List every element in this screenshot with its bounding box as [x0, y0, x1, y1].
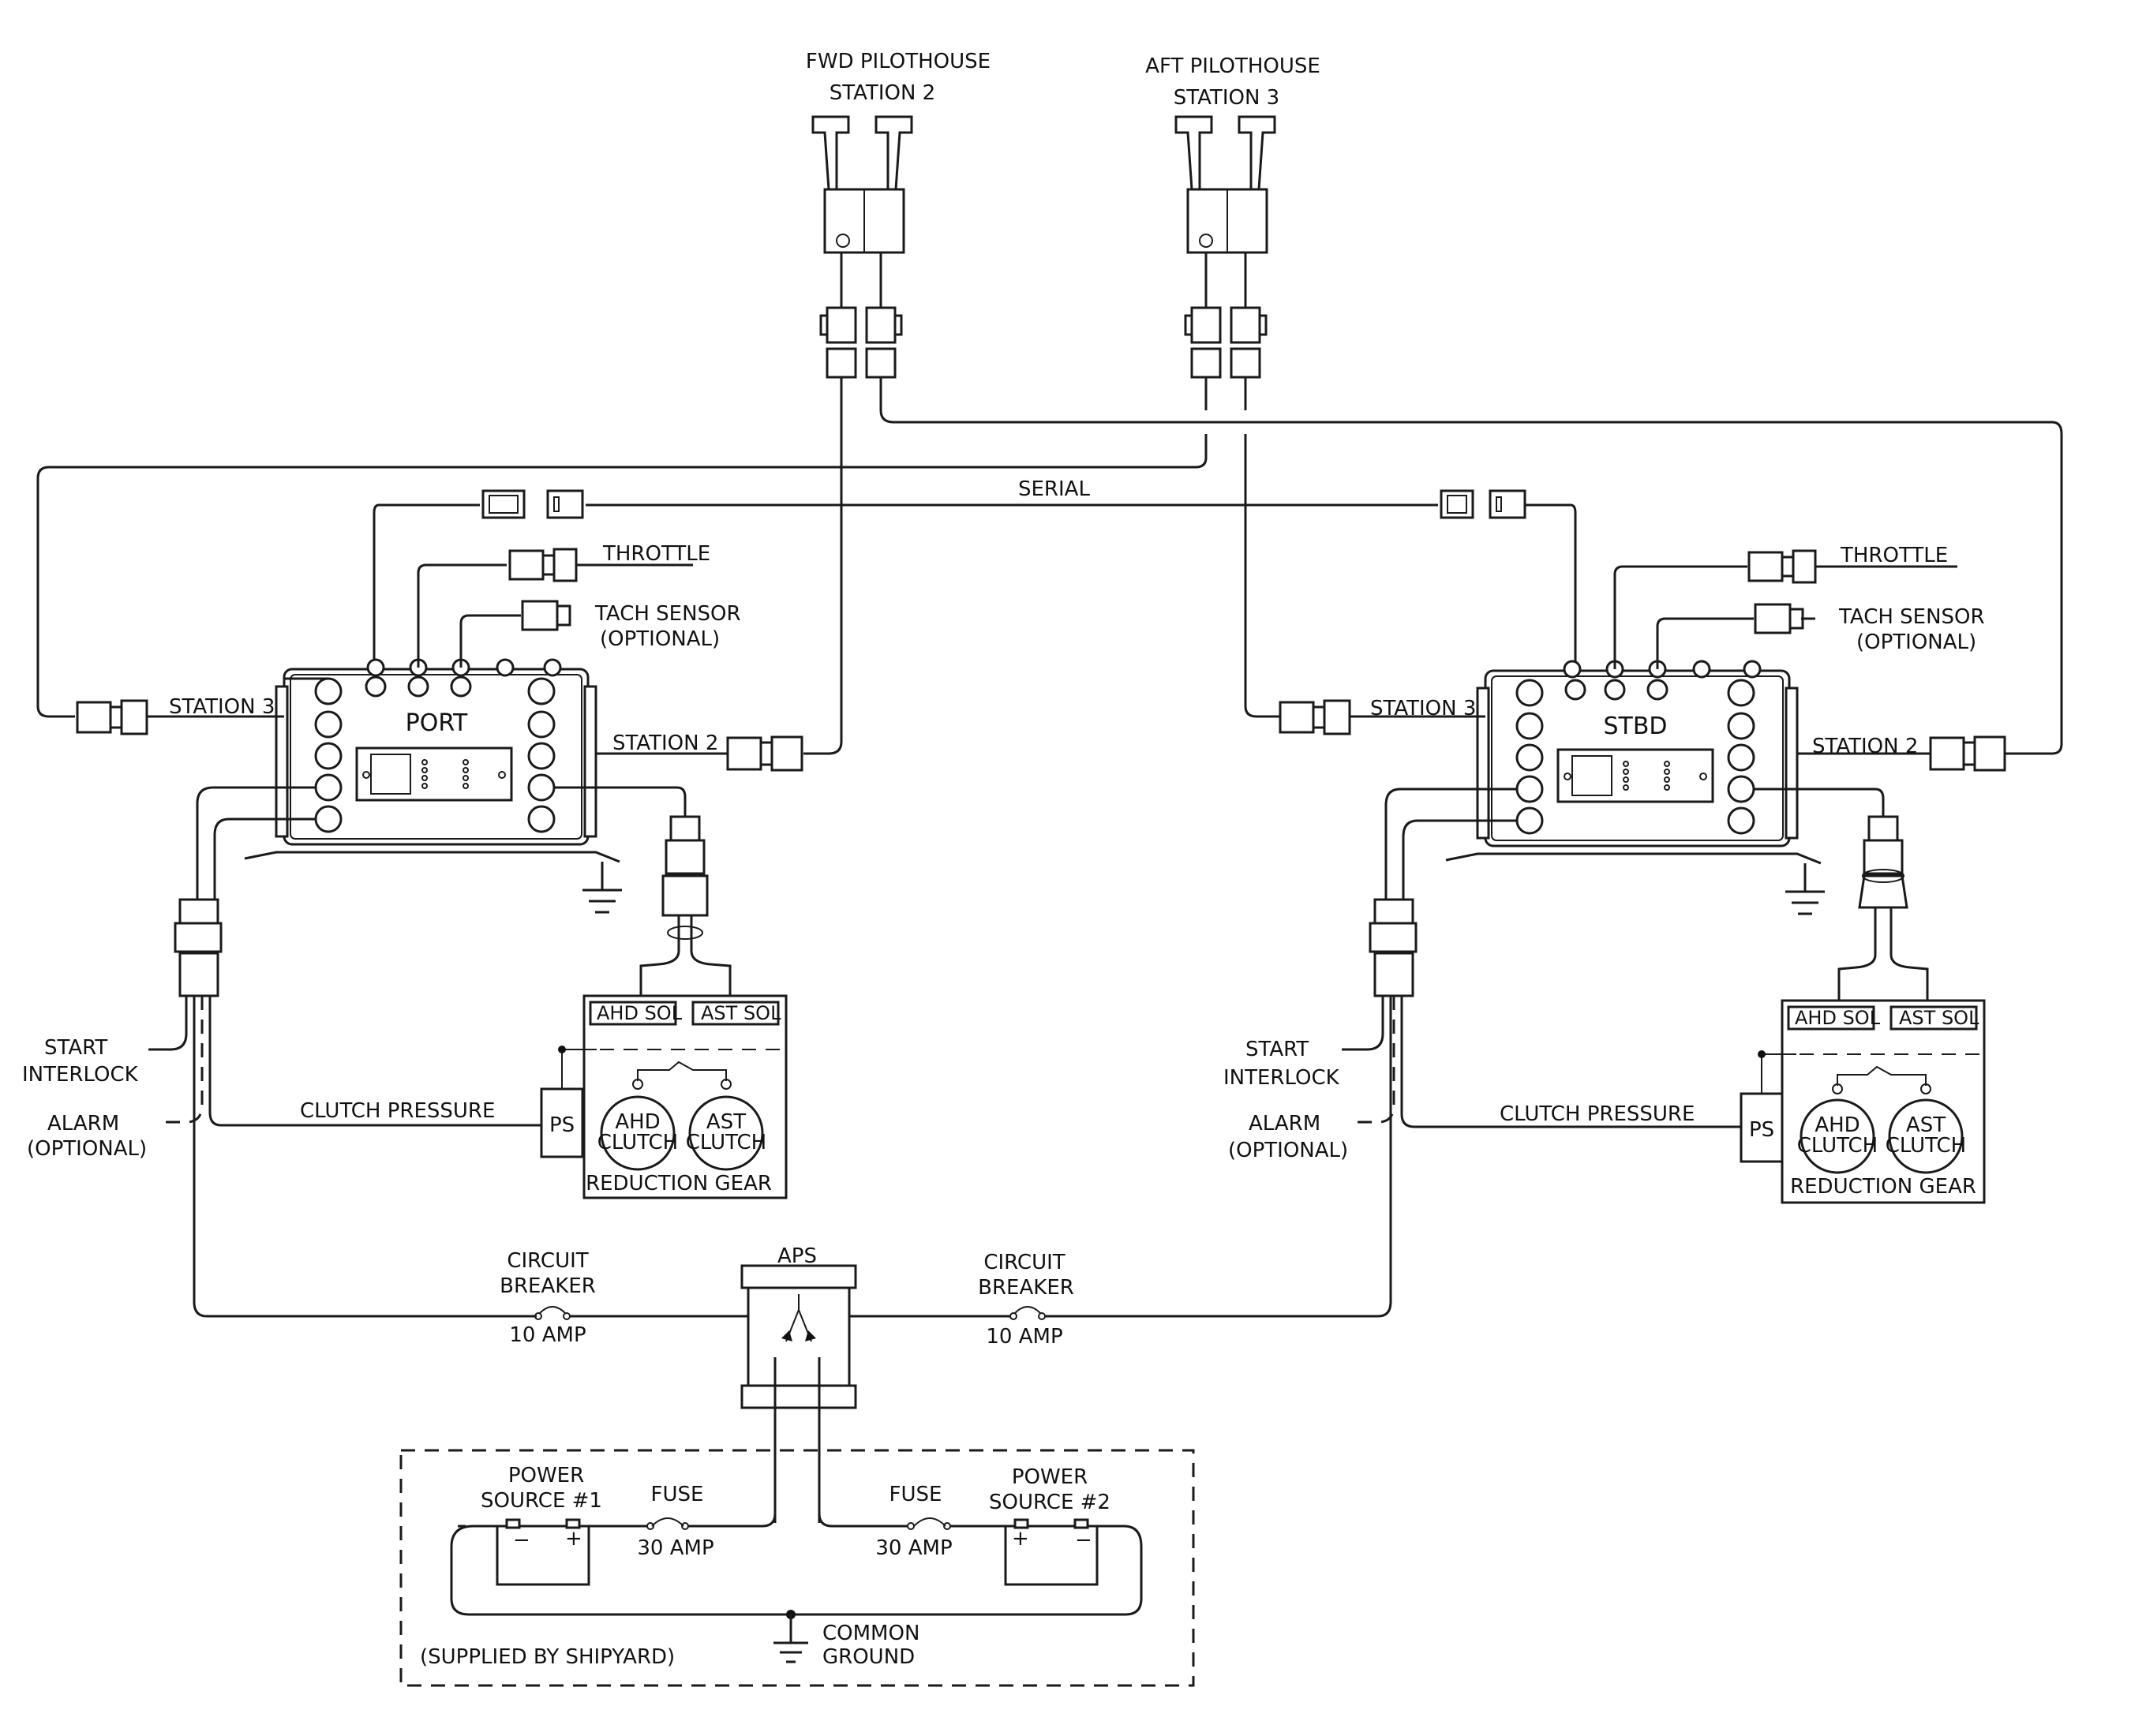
port-alarm-label: ALARM: [47, 1112, 119, 1136]
port-indicator-leds: [421, 759, 469, 789]
port-reduction-gear: [540, 994, 788, 1199]
battery-2-minus: −: [1075, 1528, 1092, 1552]
stbd-top-wires: [1613, 549, 1957, 669]
aft-station-number: STATION 3: [1174, 86, 1279, 110]
stbd-indicator-leds: [1623, 761, 1670, 791]
stbd-ast-label: AST: [1906, 1113, 1946, 1137]
port-station3-connector: [76, 699, 284, 735]
stbd-breaker-rating: 10 AMP: [986, 1325, 1062, 1349]
stbd-gear-cable: [1754, 788, 1929, 1004]
fwd-connectors: [819, 253, 903, 379]
port-throttle-label: THROTTLE: [602, 542, 710, 566]
battery-1-plus: +: [565, 1527, 582, 1551]
stbd-control-unit: [1445, 660, 1822, 865]
port-start-label: START: [44, 1036, 107, 1060]
port-reduction-gear-label: REDUCTION GEAR: [586, 1172, 772, 1195]
battery-2-plus: +: [1012, 1527, 1029, 1551]
stbd-ahd-label: AHD: [1815, 1113, 1859, 1137]
port-breaker-label: CIRCUIT: [507, 1249, 588, 1273]
common-ground-label: COMMON: [822, 1622, 919, 1645]
stbd-ground-symbol: [1785, 863, 1825, 915]
port-clutch-pressure-label: CLUTCH PRESSURE: [300, 1099, 495, 1123]
port-tach-label: TACH SENSOR: [594, 602, 741, 626]
port-ast-clutch-label: CLUTCH: [686, 1131, 766, 1154]
aft-control-head: [1174, 115, 1276, 254]
port-station2-connector: [596, 735, 803, 772]
stbd-alarm-label: ALARM: [1249, 1112, 1320, 1136]
aft-station-title: AFT PILOTHOUSE: [1145, 54, 1320, 78]
port-ground-symbol: [582, 862, 622, 914]
stbd-left-cables: [1050, 788, 1741, 1318]
power-source-1-number: SOURCE #1: [481, 1489, 602, 1513]
port-tach-optional: (OPTIONAL): [600, 627, 720, 651]
port-breaker-rating: 10 AMP: [509, 1323, 586, 1347]
port-control-unit: [244, 658, 620, 863]
stbd-station3-connector: [1279, 699, 1485, 735]
common-ground-symbol: [773, 1610, 808, 1663]
stbd-breaker-label: CIRCUIT: [983, 1251, 1065, 1274]
port-top-wires: [284, 548, 693, 680]
stbd-station2-label: STATION 2: [1812, 735, 1918, 758]
port-ps-label: PS: [549, 1113, 575, 1137]
aps-label: APS: [777, 1244, 817, 1268]
port-alarm-optional: (OPTIONAL): [27, 1137, 147, 1161]
stbd-interlock-label: INTERLOCK: [1223, 1066, 1340, 1090]
stbd-station2-connector: [1797, 735, 2021, 772]
serial-connector-port: [481, 489, 584, 519]
stbd-ahd-sol-label: AHD SOL: [1795, 1007, 1881, 1029]
port-ahd-clutch-label: CLUTCH: [597, 1131, 678, 1154]
port-unit-label: PORT: [406, 709, 468, 737]
port-breaker: [525, 1306, 748, 1320]
stbd-clutch-pressure-label: CLUTCH PRESSURE: [1500, 1102, 1695, 1126]
port-ast-sol-label: AST SOL: [701, 1002, 781, 1024]
stbd-tach-optional: (OPTIONAL): [1856, 630, 1976, 654]
stbd-unit-label: STBD: [1603, 713, 1667, 740]
battery-1-minus: −: [513, 1528, 530, 1552]
port-station2-label: STATION 2: [612, 731, 718, 755]
stbd-tach-label: TACH SENSOR: [1838, 605, 1985, 629]
fuse-2-label: FUSE: [889, 1483, 942, 1506]
stbd-ast-clutch-label: CLUTCH: [1886, 1134, 1966, 1158]
aps-unit: [740, 1264, 857, 1523]
power-source-1-label: POWER: [508, 1464, 584, 1487]
port-ast-label: AST: [706, 1110, 746, 1134]
port-interlock-label: INTERLOCK: [22, 1063, 139, 1087]
stbd-reduction-gear-label: REDUCTION GEAR: [1790, 1175, 1976, 1199]
stbd-ps-label: PS: [1749, 1118, 1774, 1142]
stbd-ahd-clutch-label: CLUTCH: [1797, 1134, 1878, 1158]
port-gear-cable: [554, 786, 732, 996]
fwd-station-number: STATION 2: [830, 81, 935, 105]
fuse-1-rating: 30 AMP: [637, 1536, 713, 1560]
port-ahd-label: AHD: [615, 1110, 660, 1134]
shipyard-supply-box: [399, 1449, 1195, 1687]
battery-2: [1004, 1518, 1099, 1586]
battery-1: [496, 1518, 590, 1586]
power-source-2-label: POWER: [1012, 1465, 1088, 1489]
port-ahd-sol-label: AHD SOL: [597, 1002, 683, 1024]
serial-connector-stbd: [1440, 489, 1526, 519]
station-wiring: [36, 377, 2063, 755]
stbd-alarm-optional: (OPTIONAL): [1228, 1139, 1348, 1162]
stbd-reduction-gear: [1740, 999, 1986, 1204]
fuse-2-rating: 30 AMP: [875, 1536, 952, 1560]
fwd-station-title: FWD PILOTHOUSE: [806, 50, 991, 73]
common-ground-label-2: GROUND: [822, 1645, 915, 1669]
fwd-control-head: [811, 115, 913, 254]
stbd-station3-label: STATION 3: [1370, 697, 1476, 720]
serial-label: SERIAL: [1018, 477, 1090, 501]
shipyard-label: (SUPPLIED BY SHIPYARD): [420, 1645, 675, 1669]
stbd-ast-sol-label: AST SOL: [1899, 1007, 1979, 1029]
port-station3-label: STATION 3: [169, 695, 275, 719]
stbd-breaker: [849, 1306, 1050, 1320]
port-breaker-label-2: BREAKER: [500, 1274, 596, 1298]
stbd-breaker-label-2: BREAKER: [978, 1276, 1074, 1300]
power-source-2-number: SOURCE #2: [989, 1491, 1110, 1514]
port-left-cables: [148, 786, 545, 1318]
fuse-1-label: FUSE: [651, 1483, 704, 1506]
stbd-throttle-label: THROTTLE: [1840, 544, 1948, 567]
aft-connectors: [1184, 253, 1268, 410]
stbd-start-label: START: [1245, 1038, 1309, 1061]
